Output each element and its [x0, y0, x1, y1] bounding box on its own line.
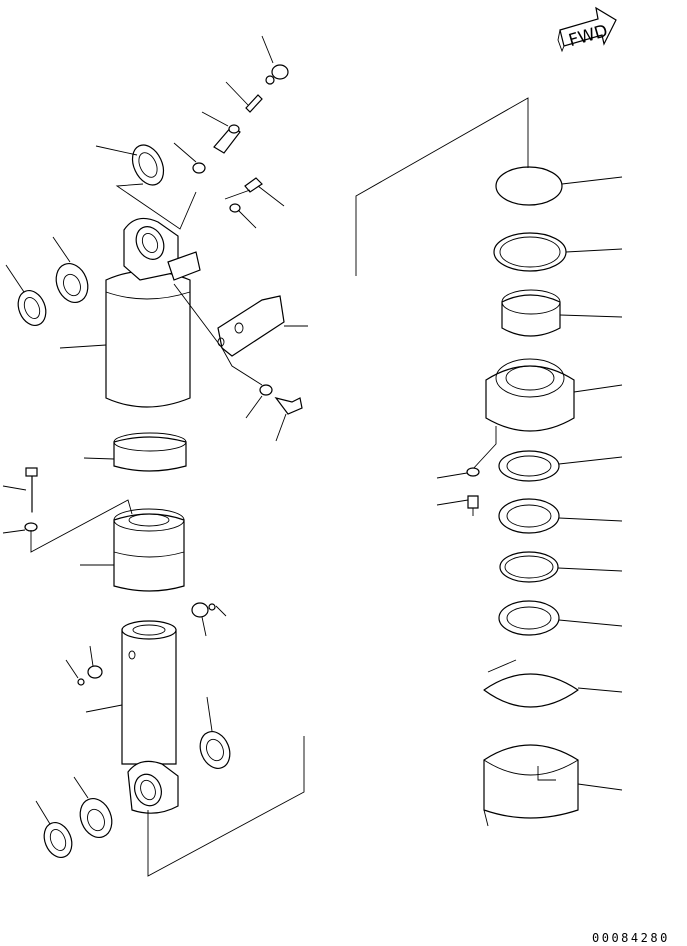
seal-kit-group	[355, 97, 623, 827]
fwd-arrow-icon: FWD	[557, 6, 617, 53]
cylinder-head-group	[2, 35, 308, 877]
fwd-label: FWD	[566, 21, 610, 51]
drawing-code: 00084280	[592, 931, 670, 945]
